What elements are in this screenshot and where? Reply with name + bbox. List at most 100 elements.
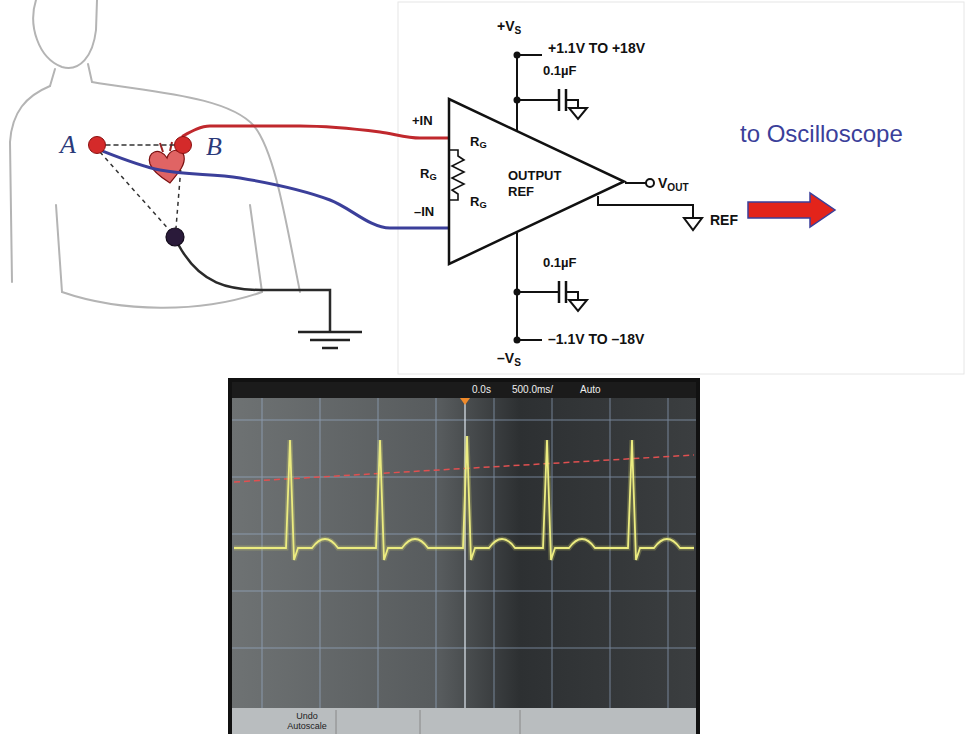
- oscilloscope-photo: [520, 710, 521, 734]
- scope-softkey: Undo Autoscale: [282, 712, 332, 732]
- label-subscript: G: [479, 140, 486, 150]
- ground-symbol: [310, 339, 350, 342]
- output-wiring: [625, 182, 646, 184]
- pin-name: –IN: [414, 205, 434, 220]
- oscilloscope-photo: [460, 398, 470, 405]
- oscilloscope-photo: [234, 436, 694, 560]
- resistor-name: RG: [470, 195, 487, 211]
- body-outline: [10, 86, 50, 282]
- junction-dots: [514, 52, 521, 59]
- junction-dots: [514, 289, 521, 296]
- scope-readout: Auto: [580, 384, 601, 396]
- ground-symbol: [322, 347, 338, 350]
- label-main: R: [420, 166, 429, 181]
- output-wiring: [684, 218, 702, 230]
- label-main: R: [470, 194, 479, 209]
- electrode-label: B: [206, 131, 222, 162]
- junction-dots: [514, 337, 521, 344]
- label-subscript: OUT: [667, 182, 688, 193]
- signal-arrow: [748, 193, 835, 227]
- supply-name: –VS: [497, 350, 521, 368]
- ground-electrode: [166, 228, 184, 246]
- pin-name: VOUT: [658, 175, 689, 193]
- resistor-symbol: [448, 150, 464, 200]
- oscilloscope-photo: [232, 420, 696, 421]
- label-subscript: G: [429, 172, 436, 182]
- oscilloscope-photo: [234, 436, 694, 560]
- oscilloscope-photo: [232, 648, 696, 649]
- panel-border: [398, 2, 964, 374]
- oscilloscope-photo: [262, 398, 263, 708]
- supply-wiring: [558, 89, 561, 111]
- supply-wiring: [517, 99, 559, 101]
- supply-wiring: [517, 291, 559, 293]
- body-outline: [50, 69, 55, 86]
- electrode: A: [88, 136, 106, 154]
- block-label: OUTPUT REF: [508, 168, 566, 199]
- supply-range: –1.1V TO –18V: [548, 331, 644, 347]
- oscilloscope-photo: [232, 591, 696, 592]
- supply-name: +VS: [497, 18, 521, 36]
- supply-wiring: [566, 292, 578, 300]
- oscilloscope-photo: [232, 708, 696, 734]
- red-lead-wire: [183, 126, 448, 138]
- pin-name: +IN: [412, 114, 433, 129]
- label-subscript: G: [479, 200, 486, 210]
- capacitor-value: 0.1µF: [543, 64, 577, 79]
- dashed-lead: [106, 144, 174, 146]
- resistor-symbol: [448, 150, 464, 200]
- junction-dots: [514, 97, 521, 104]
- body-outline: [88, 64, 92, 82]
- label-main: +V: [497, 18, 515, 34]
- oscilloscope-photo: [228, 378, 700, 734]
- resistor-name: RG: [420, 167, 437, 183]
- label-subscript: S: [515, 25, 522, 36]
- supply-wiring: [516, 233, 518, 340]
- label-main: V: [658, 175, 667, 191]
- electrode: B: [174, 136, 192, 154]
- supply-wiring: [516, 55, 518, 131]
- body-outline: [250, 205, 262, 292]
- output-wiring: [646, 179, 654, 187]
- heart-icon: [149, 150, 184, 183]
- supply-wiring: [569, 108, 587, 119]
- body-outline: [10, 0, 300, 308]
- label-subscript: S: [514, 357, 521, 368]
- oscilloscope-photo: [436, 398, 437, 708]
- supply-wiring: [566, 100, 578, 108]
- supply-wiring: [569, 300, 587, 311]
- oscilloscope-photo: [320, 398, 321, 708]
- oscilloscope-photo: [610, 398, 611, 708]
- oscilloscope-photo: [228, 378, 700, 734]
- oscilloscope-photo: [336, 710, 337, 734]
- scope-readout: 500.0ms/: [512, 384, 553, 396]
- capacitor-value: 0.1µF: [543, 256, 577, 271]
- oscilloscope-photo: [494, 398, 495, 708]
- body-outline: [92, 82, 300, 292]
- supply-wiring: [558, 281, 561, 303]
- destination-note: to Oscilloscope: [740, 120, 903, 148]
- oscilloscope-photo: [420, 710, 421, 734]
- ground-wire: [178, 244, 330, 332]
- amplifier-outline: [449, 99, 624, 264]
- oscilloscope-photo: [232, 398, 696, 708]
- blue-lead-wire: [103, 151, 448, 228]
- electrode-label: A: [60, 129, 76, 160]
- pin-name: REF: [710, 212, 738, 228]
- label-main: R: [470, 134, 479, 149]
- body-outline: [33, 0, 97, 68]
- oscilloscope-photo: [232, 398, 696, 708]
- amplifier-triangle: OUTPUT REF: [448, 98, 625, 265]
- body-outline: [56, 205, 62, 292]
- oscilloscope-photo: [668, 398, 669, 708]
- label-main: –V: [497, 350, 514, 366]
- supply-wiring: [517, 339, 542, 341]
- oscilloscope-photo: [232, 382, 696, 398]
- ground-symbol: [298, 331, 362, 334]
- resistor-name: RG: [470, 135, 487, 151]
- scope-readout: 0.0s: [472, 384, 491, 396]
